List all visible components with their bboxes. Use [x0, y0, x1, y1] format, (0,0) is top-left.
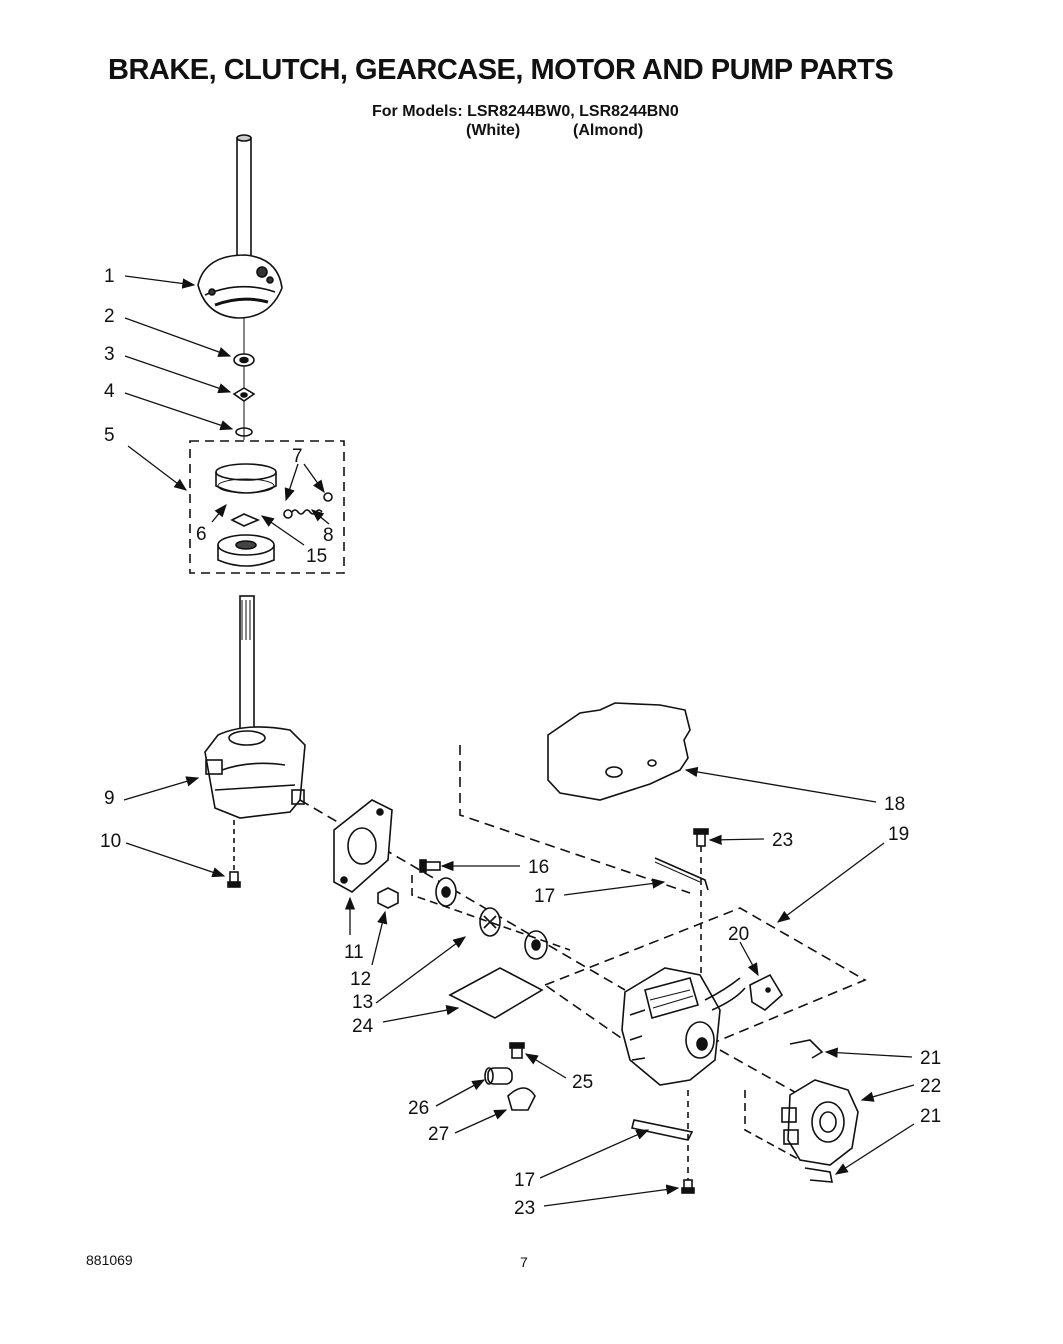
- part-1-brake-cam: [197, 254, 283, 319]
- callout-17-lower: 17: [514, 1170, 535, 1191]
- callout-10: 10: [100, 831, 121, 852]
- callout-22: 22: [920, 1076, 941, 1097]
- part-agitator-shaft-top: [236, 134, 252, 289]
- part-24-pad: [448, 967, 544, 1019]
- part-coupling-3: [524, 930, 548, 960]
- callout-5: 5: [104, 425, 115, 446]
- page-title: BRAKE, CLUTCH, GEARCASE, MOTOR AND PUMP …: [108, 54, 894, 86]
- part-27-strap: [507, 1087, 536, 1111]
- document-number: 881069: [86, 1252, 133, 1268]
- part-3-washer: [232, 387, 256, 402]
- part-7-spring: [283, 492, 333, 519]
- callout-9: 9: [104, 788, 115, 809]
- part-10-screw: [227, 820, 241, 888]
- part-18-motor-shield: [547, 702, 691, 801]
- part-23-screw-upper: [693, 828, 709, 980]
- callout-1: 1: [104, 266, 115, 287]
- variant-white: (White): [466, 122, 521, 139]
- callout-7: 7: [292, 446, 303, 467]
- part-17-bar-lower: [631, 1119, 694, 1141]
- part-5-clutch-assembly-box: [189, 440, 345, 574]
- callout-8: 8: [323, 525, 334, 546]
- callout-16: 16: [528, 857, 549, 878]
- callout-25: 25: [572, 1072, 593, 1093]
- callout-3: 3: [104, 344, 115, 365]
- callout-2: 2: [104, 306, 115, 327]
- callout-26: 26: [408, 1098, 429, 1119]
- callout-6: 6: [196, 524, 207, 545]
- callout-20: 20: [728, 924, 749, 945]
- part-4-clip: [235, 427, 253, 437]
- part-16-screw: [419, 859, 441, 873]
- callout-24: 24: [352, 1016, 374, 1037]
- callout-21-lower: 21: [920, 1106, 941, 1127]
- part-clutch-hub: [217, 534, 275, 567]
- callout-11: 11: [344, 942, 364, 963]
- part-19-motor-assembly-box: [543, 907, 867, 1066]
- part-11-mounting-plate: [333, 799, 393, 893]
- part-2-washer: [233, 353, 255, 367]
- part-20-switch: [749, 973, 784, 1011]
- part-clutch-band: [215, 463, 277, 494]
- part-23-screw-lower: [681, 1090, 695, 1194]
- part-25-screw: [509, 1042, 525, 1059]
- part-26-capacitor: [484, 1067, 513, 1085]
- part-15-clutch-shoe: [230, 513, 261, 527]
- motor: [621, 967, 746, 1086]
- callout-12: 12: [350, 969, 371, 990]
- callout-13: 13: [352, 992, 373, 1013]
- part-coupling-2: [479, 907, 501, 937]
- part-21-clip-upper: [789, 1039, 824, 1059]
- part-21-clip-lower: [804, 1167, 833, 1183]
- part-17-spring-rod-upper: [654, 857, 709, 891]
- part-22-pump: [781, 1079, 859, 1166]
- variant-almond: (Almond): [573, 122, 644, 139]
- page-number: 7: [520, 1254, 528, 1270]
- callout-23-upper: 23: [772, 830, 793, 851]
- callout-27: 27: [428, 1124, 449, 1145]
- part-coupling-1: [435, 877, 457, 907]
- callout-15: 15: [306, 546, 327, 567]
- models-line: For Models: LSR8244BW0, LSR8244BN0: [372, 103, 679, 120]
- callout-19: 19: [888, 824, 909, 845]
- callout-23-lower: 23: [514, 1198, 535, 1219]
- callout-17-upper: 17: [534, 886, 555, 907]
- part-9-gearcase: [204, 726, 306, 819]
- part-drive-shaft: [239, 595, 255, 737]
- callout-4: 4: [104, 381, 115, 402]
- callout-18: 18: [884, 794, 905, 815]
- part-12-nut: [377, 887, 399, 909]
- callout-21-upper: 21: [920, 1048, 941, 1069]
